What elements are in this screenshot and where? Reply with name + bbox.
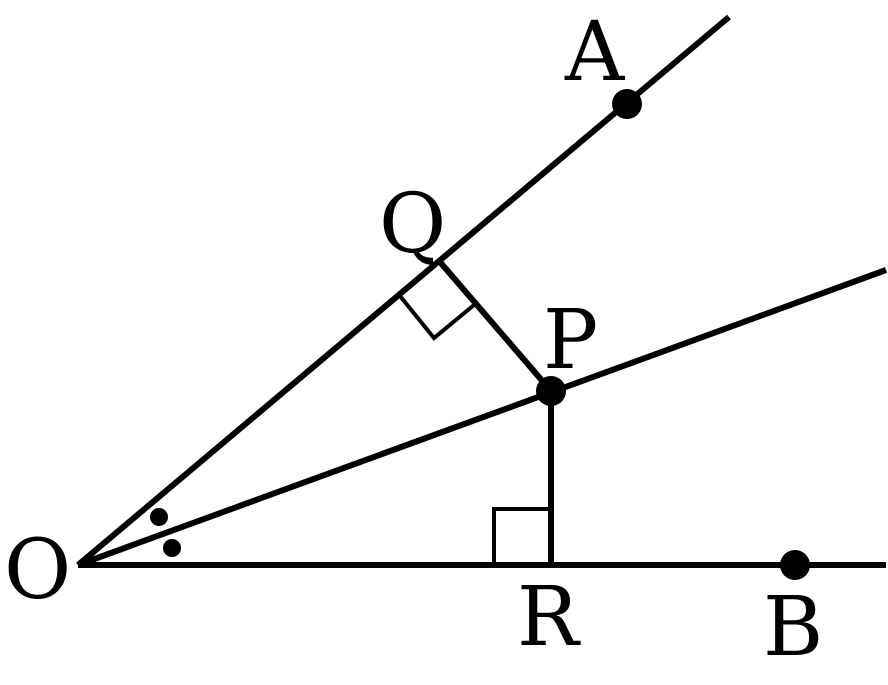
point-b <box>780 550 810 580</box>
label-o: O <box>4 523 71 618</box>
ray-op-bisector <box>76 267 888 568</box>
point-p <box>536 376 566 406</box>
point-a <box>612 89 642 119</box>
angle-mark-dot-lower <box>163 539 181 557</box>
right-angle-mark-r <box>492 507 551 565</box>
angle-mark-dot-upper <box>150 508 168 526</box>
right-angle-mark-q <box>398 294 476 341</box>
segment-pq <box>437 260 554 393</box>
label-r: R <box>517 570 581 665</box>
label-q: Q <box>379 177 446 272</box>
label-b: B <box>763 580 823 675</box>
label-p: P <box>543 293 598 388</box>
label-a: A <box>564 5 626 100</box>
